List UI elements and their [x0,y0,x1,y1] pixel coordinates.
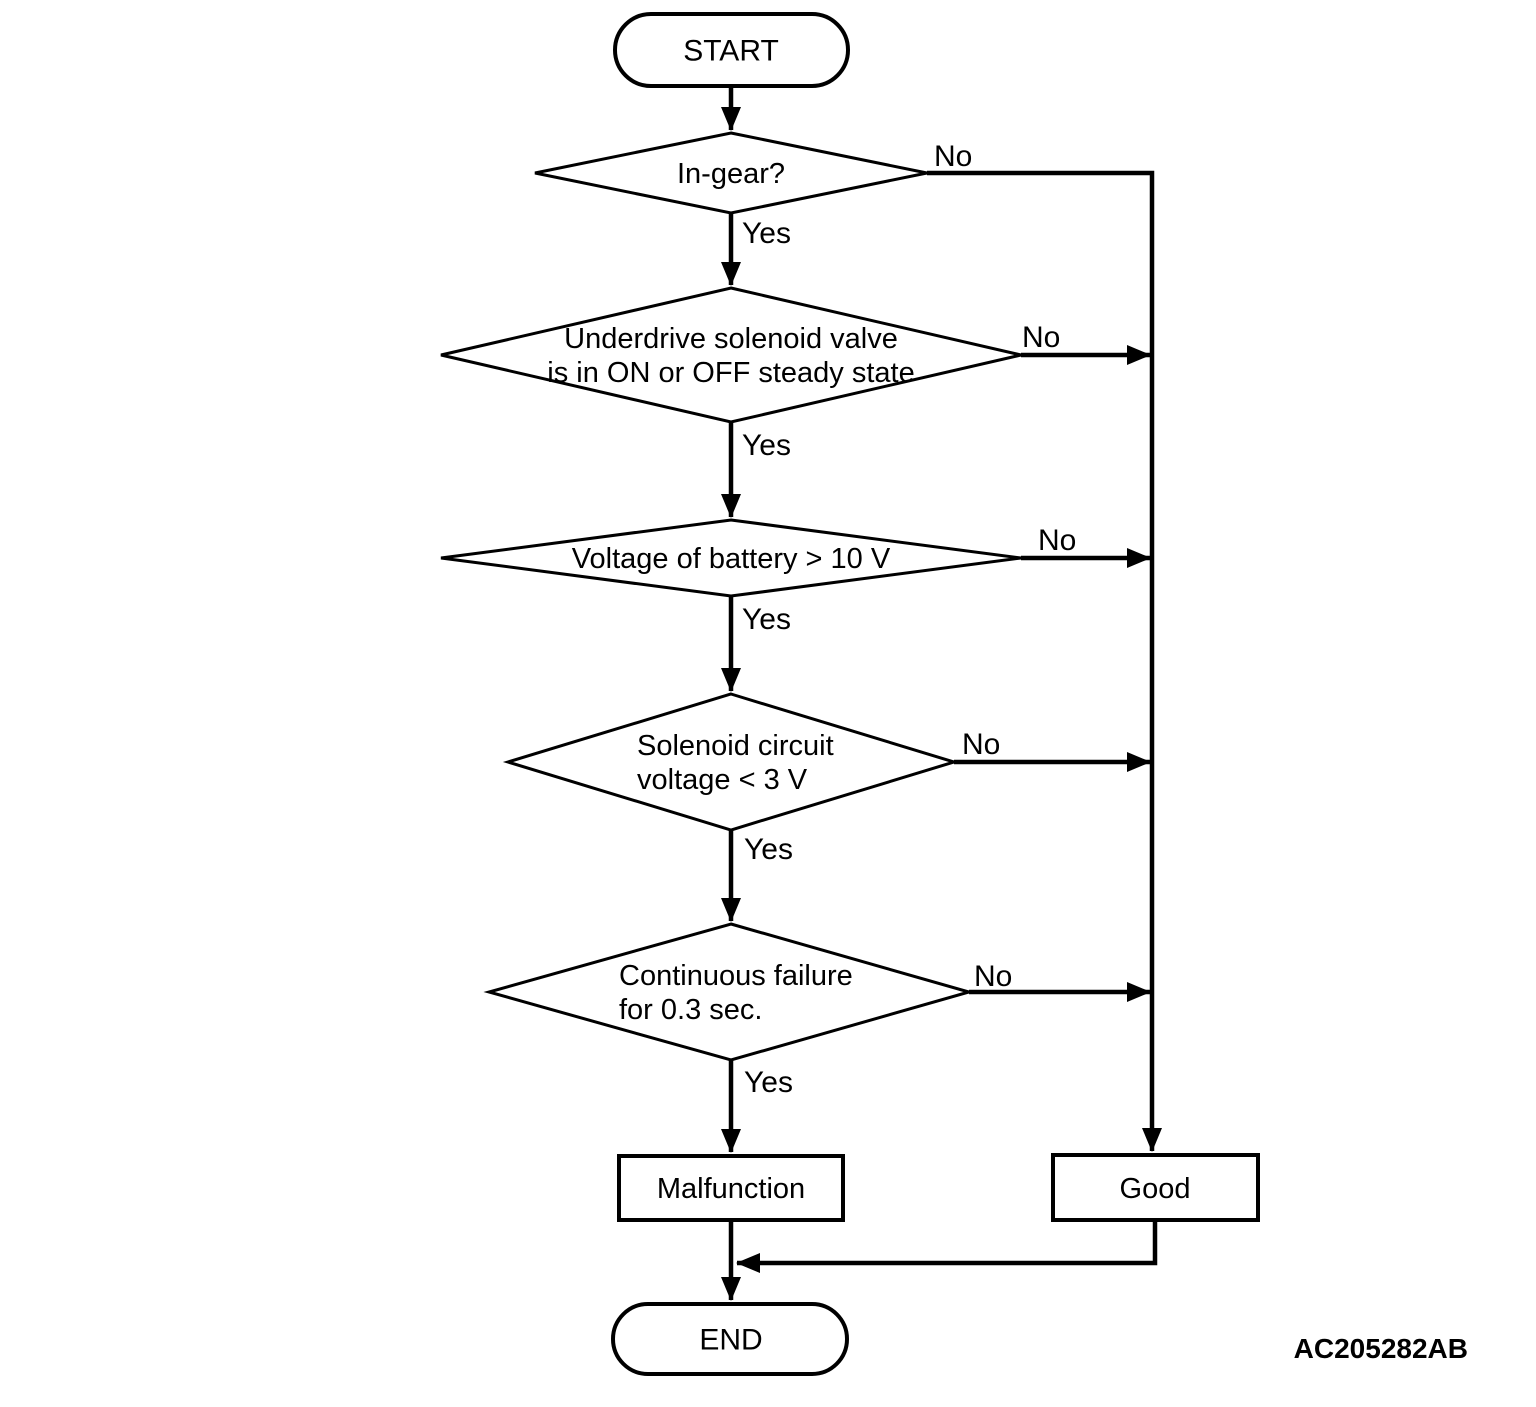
branch-label-yes-battery: Yes [742,603,791,636]
branch-label-yes-ingear: Yes [742,217,791,250]
node-start: START [613,12,850,88]
malfunction-label: Malfunction [657,1173,805,1205]
branch-label-no-battery: No [1038,524,1076,557]
branch-label-no-failure: No [974,960,1012,993]
branch-label-yes-underdrive: Yes [742,429,791,462]
branch-label-no-solenoid: No [962,728,1000,761]
battery-decision-shape [440,518,1022,598]
figure-id-label: AC205282AB [1294,1333,1468,1364]
branch-label-no-underdrive: No [1022,321,1060,354]
end-terminator-shape [611,1302,849,1376]
start-terminator-shape [613,12,850,88]
node-malfunction: Malfunction [617,1154,845,1222]
node-solenoid-circuit-voltage: Solenoid circuit voltage < 3 V [502,692,960,832]
branch-label-yes-failure: Yes [744,1066,793,1099]
end-label: END [699,1324,762,1357]
solenoid-label-line2: voltage < 3 V [637,764,808,796]
node-continuous-failure: Continuous failure for 0.3 sec. [483,922,975,1062]
good-process-shape [1051,1153,1260,1222]
start-label: START [683,35,779,68]
underdrive-label-line1: Underdrive solenoid valve [564,323,898,355]
good-label: Good [1120,1173,1191,1205]
node-end: END [611,1302,849,1376]
in-gear-decision-shape [534,131,928,215]
node-good: Good [1051,1153,1260,1222]
node-underdrive-steady-state: Underdrive solenoid valve is in ON or OF… [440,286,1022,424]
failure-decision-shape [483,922,975,1062]
branch-label-yes-solenoid: Yes [744,833,793,866]
solenoid-decision-shape [502,692,960,832]
underdrive-decision-shape [440,286,1022,424]
edge-good-merge [736,1220,1158,1273]
in-gear-label: In-gear? [677,158,785,190]
battery-label: Voltage of battery > 10 V [572,543,891,575]
node-in-gear: In-gear? [534,131,928,215]
node-battery-voltage: Voltage of battery > 10 V [440,518,1022,598]
malfunction-process-shape [617,1154,845,1222]
failure-label-line1: Continuous failure [619,960,853,992]
solenoid-label-line1: Solenoid circuit [637,730,834,762]
branch-label-no-ingear: No [934,140,972,173]
edge-ingear-no-to-good [927,170,1162,1152]
underdrive-label-line2: is in ON or OFF steady state [547,357,914,389]
failure-label-line2: for 0.3 sec. [619,994,762,1026]
